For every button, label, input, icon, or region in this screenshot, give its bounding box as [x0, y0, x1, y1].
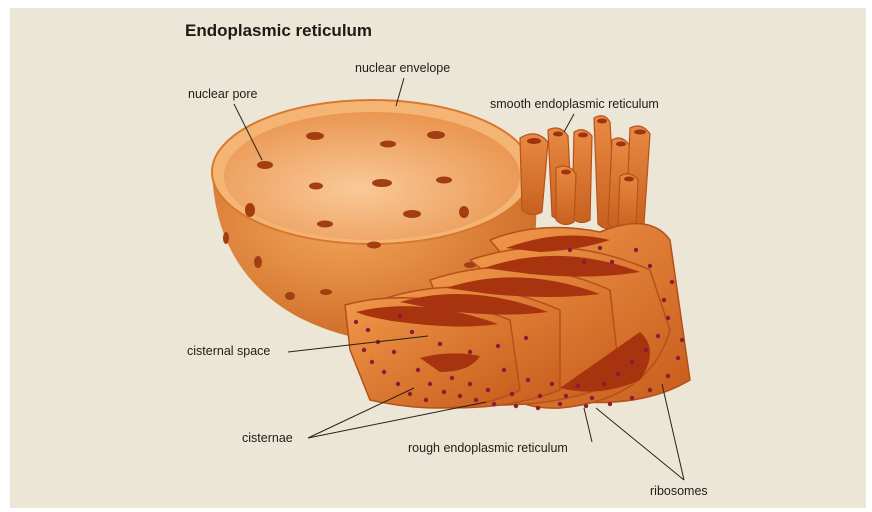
label-nuclear-pore: nuclear pore — [188, 87, 258, 101]
leader-cisternae-2 — [308, 402, 486, 438]
leader-ribosomes-2 — [662, 384, 684, 480]
label-cisternae: cisternae — [242, 431, 293, 445]
smooth-er — [520, 116, 650, 229]
label-nuclear-envelope: nuclear envelope — [355, 61, 450, 75]
leader-cisternae-1 — [308, 388, 414, 438]
label-smooth-er: smooth endoplasmic reticulum — [490, 97, 659, 111]
leader-rough-er — [584, 408, 592, 442]
smooth-er-tubule — [556, 166, 576, 225]
label-ribosomes: ribosomes — [650, 484, 708, 498]
smooth-er-tubule — [520, 134, 548, 215]
smooth-er-tubule — [618, 174, 638, 229]
nucleus-inner-surface — [224, 112, 520, 240]
label-rough-er: rough endoplasmic reticulum — [408, 441, 568, 455]
label-cisternal-space: cisternal space — [187, 344, 270, 358]
leader-ribosomes-1 — [596, 408, 684, 480]
leader-smooth-er — [564, 114, 574, 132]
